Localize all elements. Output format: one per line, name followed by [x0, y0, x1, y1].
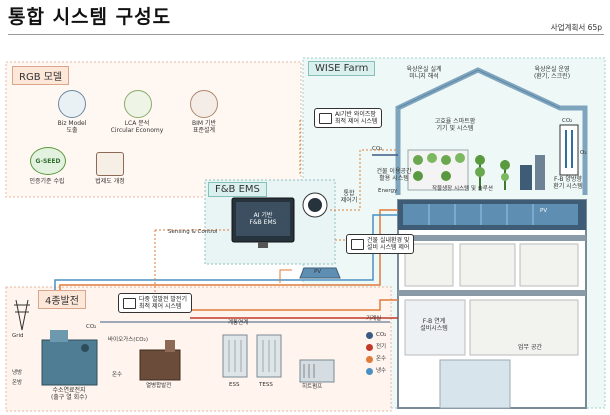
plant-rack: [407, 149, 469, 191]
gavel-icon: [96, 152, 124, 176]
hydro-label: 바이오가스(CO₂): [108, 337, 148, 343]
gseed-logo: G-SEED: [30, 147, 66, 175]
fuel-cell-unit: [41, 330, 98, 386]
room-1c: [519, 243, 579, 287]
wise-zone-label: WISE Farm: [308, 61, 376, 76]
plant-pots: [475, 155, 545, 190]
ems-monitor: [231, 197, 295, 248]
monitor-icon: [319, 112, 332, 124]
legend-item-co2: CO₂: [366, 332, 386, 339]
entrance: [439, 359, 511, 409]
cogen-unit: [139, 340, 181, 381]
floor-slab-0: [398, 235, 586, 241]
gseed-label: 인증기준 수립: [29, 178, 65, 185]
cooling-label: 온수: [112, 372, 123, 378]
floor-slab-1: [398, 290, 586, 296]
hot-water-pipe: [190, 299, 398, 311]
lca-icon: [124, 90, 152, 118]
machine-room-label: 기계실: [366, 316, 382, 322]
room-label: 업무 공간: [518, 344, 542, 351]
legend-swatch: [366, 356, 373, 363]
cogen-label: 열병합발전: [146, 383, 172, 389]
legend: CO₂ 전기 온수 냉수: [366, 332, 386, 375]
page-reference: 사업계획서 65p: [550, 23, 602, 32]
page-title: 통합 시스템 구성도: [8, 6, 172, 28]
room-1b: [459, 243, 516, 287]
fnb-zone-label: F&B EMS: [208, 182, 267, 197]
energy-label: Energy: [378, 188, 398, 194]
o2-right-label: O₂: [580, 150, 587, 156]
tess-unit: [256, 334, 282, 378]
rgb-zone-label: RGB 모델: [12, 66, 70, 85]
greenhouse-op-label: 육상온실 운영(환기, 스크린): [533, 66, 571, 80]
pv-panel: [299, 267, 341, 279]
sensing-control-label: Sensing & Control: [168, 229, 218, 235]
roof-pv-panel: [403, 204, 578, 225]
legend-swatch: [366, 332, 373, 339]
greenhouse-roof: [397, 69, 561, 109]
header-divider: [8, 34, 604, 35]
roof-pv-label: PV: [540, 208, 548, 214]
mech-room: [404, 299, 466, 356]
ess-label: ESS: [229, 382, 240, 388]
biz-model-icon: [58, 90, 86, 118]
heating-output-label: 온방: [12, 380, 23, 386]
cold-water-riser: [54, 214, 398, 300]
ess-unit: [222, 334, 248, 378]
co2-farm-label: CO₂: [372, 146, 383, 152]
legend-swatch: [366, 344, 373, 351]
heat-interlock-label: 계통연계: [228, 320, 249, 326]
grid-pylon: [14, 299, 30, 331]
gen-zone-label: 4종발전: [38, 290, 86, 309]
co2-line-label: CO₂: [86, 324, 97, 330]
legend-item-cold: 냉수: [366, 368, 386, 375]
bim-icon: [190, 90, 218, 118]
legend-item-hot: 온수: [366, 356, 386, 363]
legend-swatch: [366, 368, 373, 375]
heat-pump-label: 히트펌프: [302, 384, 323, 390]
heat-pump-unit: [299, 359, 335, 383]
fuel-cell-label: 수소연료전지(출구 열 회수): [50, 387, 88, 401]
cooling-output-label: 냉방: [12, 370, 23, 376]
tess-label: TESS: [259, 382, 273, 388]
plant-system-label: 작물생장 시스템 및 솔루션: [432, 186, 493, 192]
office-room: [469, 299, 579, 356]
integrated-controller: [302, 192, 328, 218]
legend-item-electric: 전기: [366, 344, 386, 351]
monitor-icon: [123, 297, 136, 309]
grid-label: Grid: [12, 333, 24, 339]
monitor-icon: [351, 238, 364, 250]
pv-label: PV: [314, 269, 322, 275]
law-label: 법제도 개정: [95, 178, 125, 185]
fb-hvac-unit: [559, 124, 579, 176]
co2-right-label: CO₂: [562, 118, 573, 124]
